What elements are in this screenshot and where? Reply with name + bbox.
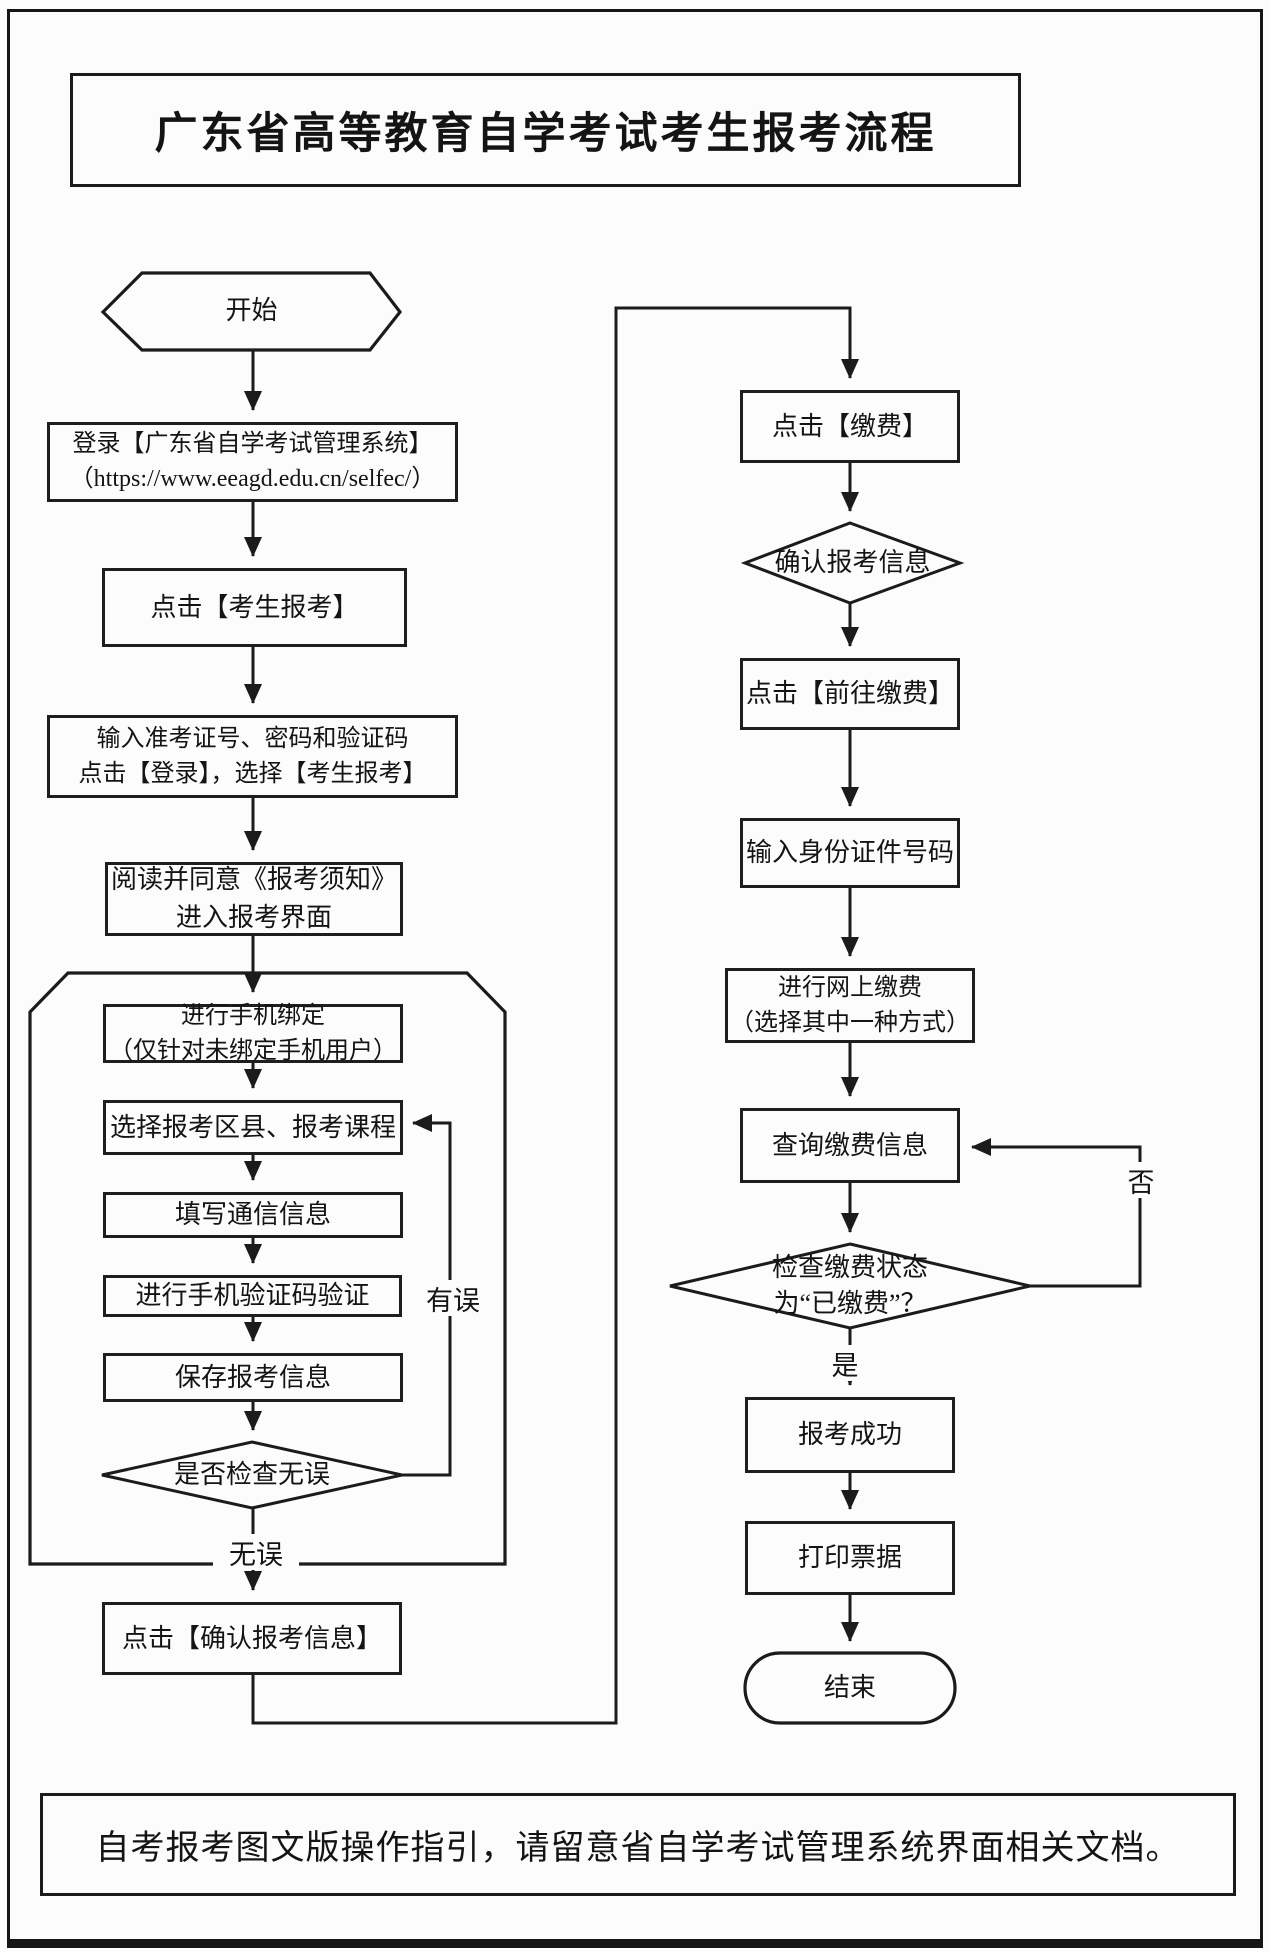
edge-label-has-error: 有误 xyxy=(410,1280,496,1316)
check-correct-diamond xyxy=(101,1440,403,1510)
end-capsule xyxy=(743,1651,957,1725)
print-receipt-step: 打印票据 xyxy=(745,1521,955,1595)
success-step: 报考成功 xyxy=(745,1397,955,1473)
page-title: 广东省高等教育自学考试考生报考流程 xyxy=(70,73,1021,187)
payment-status-diamond xyxy=(669,1242,1031,1330)
select-courses-step: 选择报考区县、报考课程 xyxy=(103,1100,403,1155)
edge-label-no-error: 无误 xyxy=(213,1534,299,1570)
click-pay-step: 点击【缴费】 xyxy=(740,390,960,463)
bind-phone-step: 进行手机绑定 （仅针对未绑定手机用户） xyxy=(103,1003,403,1064)
candidate-register-step: 点击【考生报考】 xyxy=(102,568,407,647)
edge-label-no: 否 xyxy=(1118,1162,1164,1198)
footer-note: 自考报考图文版操作指引，请留意省自学考试管理系统界面相关文档。 xyxy=(40,1793,1236,1896)
save-info-step: 保存报考信息 xyxy=(103,1353,403,1402)
end-node-label: 结束 xyxy=(823,1672,876,1702)
edge-no-loop xyxy=(971,1138,1142,1288)
check-correct-decision-label: 是否检查无误 xyxy=(173,1459,330,1489)
query-payment-step: 查询缴费信息 xyxy=(740,1108,960,1183)
id-number-step: 输入身份证件号码 xyxy=(740,818,960,888)
start-node-label: 开始 xyxy=(225,296,278,326)
payment-status-decision-label: 检查缴费状态 为“已缴费”？ xyxy=(771,1252,928,1318)
login-step: 登录【广东省自学考试管理系统】 （https://www.eeagd.edu.c… xyxy=(47,422,458,502)
notice-step: 阅读并同意《报考须知》 进入报考界面 xyxy=(105,862,403,936)
sms-verify-step: 进行手机验证码验证 xyxy=(103,1275,402,1317)
edge-confirm-to-pay xyxy=(251,306,859,1725)
edge-label-yes: 是 xyxy=(824,1345,866,1381)
online-payment-step: 进行网上缴费 （选择其中一种方式） xyxy=(725,968,975,1043)
confirm-info-step: 点击【确认报考信息】 xyxy=(102,1602,402,1675)
confirm-register-diamond xyxy=(740,521,965,605)
start-hexagon xyxy=(100,271,403,352)
credentials-step: 输入准考证号、密码和验证码 点击【登录】，选择【考生报考】 xyxy=(47,715,458,798)
confirm-register-decision-label: 确认报考信息 xyxy=(774,547,931,577)
go-pay-step: 点击【前往缴费】 xyxy=(740,658,960,730)
contact-info-step: 填写通信信息 xyxy=(103,1192,403,1238)
